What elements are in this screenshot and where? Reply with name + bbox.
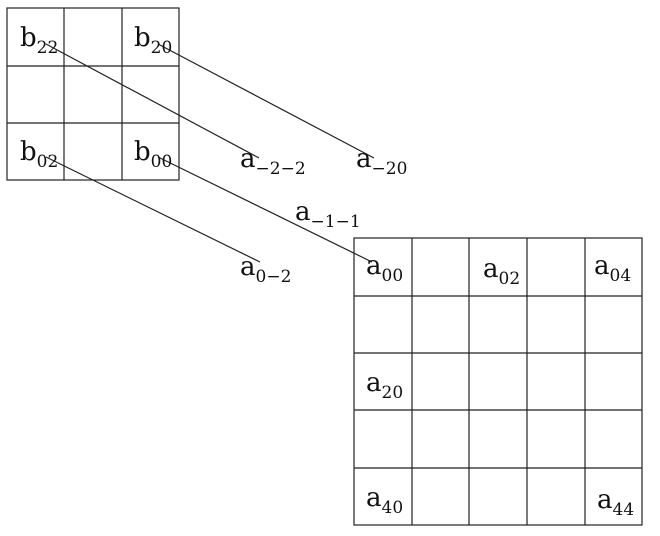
mapped-label: a−2−2: [240, 144, 306, 179]
input-labels: a00 a02 a04 a20 a40 a44: [366, 251, 634, 520]
mapped-label: a0−2: [240, 252, 291, 287]
input-cell-label: a40: [366, 483, 403, 518]
connector-b20: [157, 43, 375, 159]
connector-b00: [157, 156, 373, 263]
mapped-labels: a−2−2 a−20 a−1−1 a0−2: [240, 144, 407, 287]
kernel-cell-label: b00: [134, 137, 172, 172]
connector-b22: [45, 43, 260, 159]
kernel-labels: b22 b20 b02 b00: [20, 23, 172, 172]
kernel-cell-label: b22: [20, 23, 58, 58]
mapped-label: a−20: [356, 144, 407, 179]
input-cell-label: a00: [366, 251, 403, 286]
connectors: [45, 43, 375, 263]
connector-b02: [45, 156, 261, 263]
input-cell-label: a04: [594, 251, 631, 286]
kernel-cell-label: b20: [134, 23, 172, 58]
input-cell-label: a20: [366, 368, 403, 403]
input-grid-border: [353, 237, 643, 526]
kernel-cell-label: b02: [20, 137, 58, 172]
input-grid: [353, 237, 643, 526]
mapped-label: a−1−1: [295, 197, 361, 232]
input-cell-label: a02: [483, 254, 520, 289]
input-cell-label: a44: [597, 485, 634, 520]
